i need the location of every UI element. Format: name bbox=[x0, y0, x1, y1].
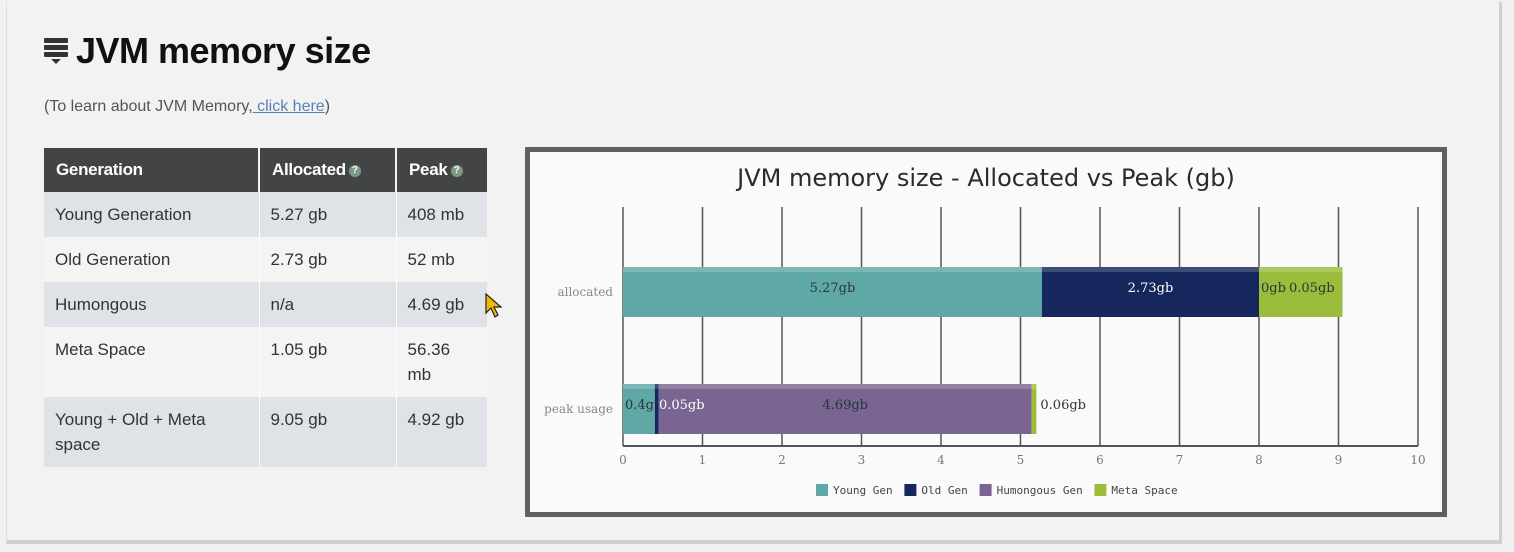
table-cell: 9.05 gb bbox=[259, 397, 397, 467]
legend-label: Meta Space bbox=[1111, 484, 1177, 497]
column-header-peak: Peak? bbox=[396, 148, 487, 192]
page-title: JVM memory size bbox=[76, 30, 371, 71]
table-cell: Young Generation bbox=[44, 192, 260, 237]
learn-suffix: ) bbox=[324, 98, 331, 115]
bar-highlight bbox=[658, 384, 1032, 389]
learn-more-text: (To learn about JVM Memory, click here) bbox=[44, 98, 330, 116]
table-cell: 408 mb bbox=[396, 192, 487, 237]
table-cell: 52 mb bbox=[396, 237, 487, 282]
mouse-cursor-icon bbox=[485, 293, 503, 318]
column-header-allocated: Allocated? bbox=[259, 148, 397, 192]
data-label: 0gb bbox=[1261, 281, 1286, 296]
table-cell: 4.69 gb bbox=[396, 282, 487, 327]
legend-swatch bbox=[904, 484, 917, 496]
bar-segment bbox=[654, 384, 659, 434]
memory-table: Generation Allocated? Peak? Young Genera… bbox=[44, 148, 487, 467]
chart-canvas: JVM memory size - Allocated vs Peak (gb)… bbox=[544, 164, 1426, 497]
legend-label: Young Gen bbox=[833, 484, 893, 497]
bar-segment bbox=[623, 384, 655, 434]
bar-segment bbox=[623, 267, 1042, 317]
x-tick-label: 4 bbox=[937, 453, 945, 467]
bar-highlight bbox=[1041, 267, 1259, 272]
data-label: 0.4g bbox=[625, 398, 654, 413]
section-header: JVM memory size bbox=[44, 26, 371, 76]
table-cell: n/a bbox=[259, 282, 397, 327]
data-label: 0.06gb bbox=[1040, 398, 1086, 413]
legend-label: Old Gen bbox=[921, 484, 967, 497]
table-cell: 5.27 gb bbox=[259, 192, 397, 237]
x-tick-label: 5 bbox=[1017, 453, 1025, 467]
chart-title: JVM memory size - Allocated vs Peak (gb) bbox=[735, 164, 1235, 192]
table-cell: 4.92 gb bbox=[396, 397, 487, 467]
memory-chart: JVM memory size - Allocated vs Peak (gb)… bbox=[525, 147, 1447, 517]
table-row: Humongous n/a 4.69 gb bbox=[44, 282, 487, 327]
table-row: Young Generation 5.27 gb 408 mb bbox=[44, 192, 487, 237]
legend-label: Humongous Gen bbox=[997, 484, 1083, 497]
bar-segment bbox=[1259, 267, 1343, 317]
bar-highlight bbox=[1031, 384, 1037, 389]
x-tick-label: 9 bbox=[1335, 453, 1343, 467]
table-cell: Old Generation bbox=[44, 237, 260, 282]
bar-segment bbox=[1041, 267, 1259, 317]
table-header-row: Generation Allocated? Peak? bbox=[44, 148, 487, 192]
legend-swatch bbox=[979, 484, 992, 496]
x-tick-label: 8 bbox=[1255, 453, 1263, 467]
bar-highlight bbox=[623, 384, 655, 389]
data-label: 4.69gb bbox=[822, 398, 868, 413]
legend-swatch bbox=[816, 484, 828, 496]
column-header-generation: Generation bbox=[44, 148, 260, 192]
database-icon bbox=[44, 36, 68, 66]
y-category-label: allocated bbox=[557, 285, 613, 299]
x-tick-label: 10 bbox=[1410, 453, 1425, 467]
learn-prefix: (To learn about JVM Memory, bbox=[44, 98, 253, 115]
help-icon[interactable]: ? bbox=[348, 164, 361, 177]
table-cell: Young + Old + Meta space bbox=[44, 397, 260, 467]
table-row: Young + Old + Meta space 9.05 gb 4.92 gb bbox=[44, 397, 487, 467]
table-cell: 1.05 gb bbox=[259, 327, 397, 397]
help-icon[interactable]: ? bbox=[450, 164, 463, 177]
bar-highlight bbox=[654, 384, 659, 389]
bar-highlight bbox=[1259, 267, 1343, 272]
table-cell: Meta Space bbox=[44, 327, 260, 397]
bar-highlight bbox=[623, 267, 1042, 272]
data-label: 5.27gb bbox=[810, 281, 856, 296]
x-tick-label: 2 bbox=[778, 453, 786, 467]
y-category-label: peak usage bbox=[544, 402, 613, 416]
table-row: Old Generation 2.73 gb 52 mb bbox=[44, 237, 487, 282]
legend-swatch bbox=[1094, 484, 1107, 496]
table-cell: 56.36 mb bbox=[396, 327, 487, 397]
x-tick-label: 0 bbox=[619, 453, 627, 467]
data-label: 0.05gb bbox=[659, 398, 705, 413]
data-label: 2.73gb bbox=[1128, 281, 1174, 296]
x-tick-label: 6 bbox=[1096, 453, 1104, 467]
table-cell: Humongous bbox=[44, 282, 260, 327]
x-tick-label: 7 bbox=[1176, 453, 1184, 467]
x-tick-label: 1 bbox=[699, 453, 707, 467]
bar-segment bbox=[1031, 384, 1037, 434]
x-tick-label: 3 bbox=[858, 453, 866, 467]
table-row: Meta Space 1.05 gb 56.36 mb bbox=[44, 327, 487, 397]
bar-segment bbox=[658, 384, 1032, 434]
click-here-link[interactable]: click here bbox=[252, 98, 325, 115]
data-label: 0.05gb bbox=[1289, 281, 1335, 296]
table-cell: 2.73 gb bbox=[259, 237, 397, 282]
